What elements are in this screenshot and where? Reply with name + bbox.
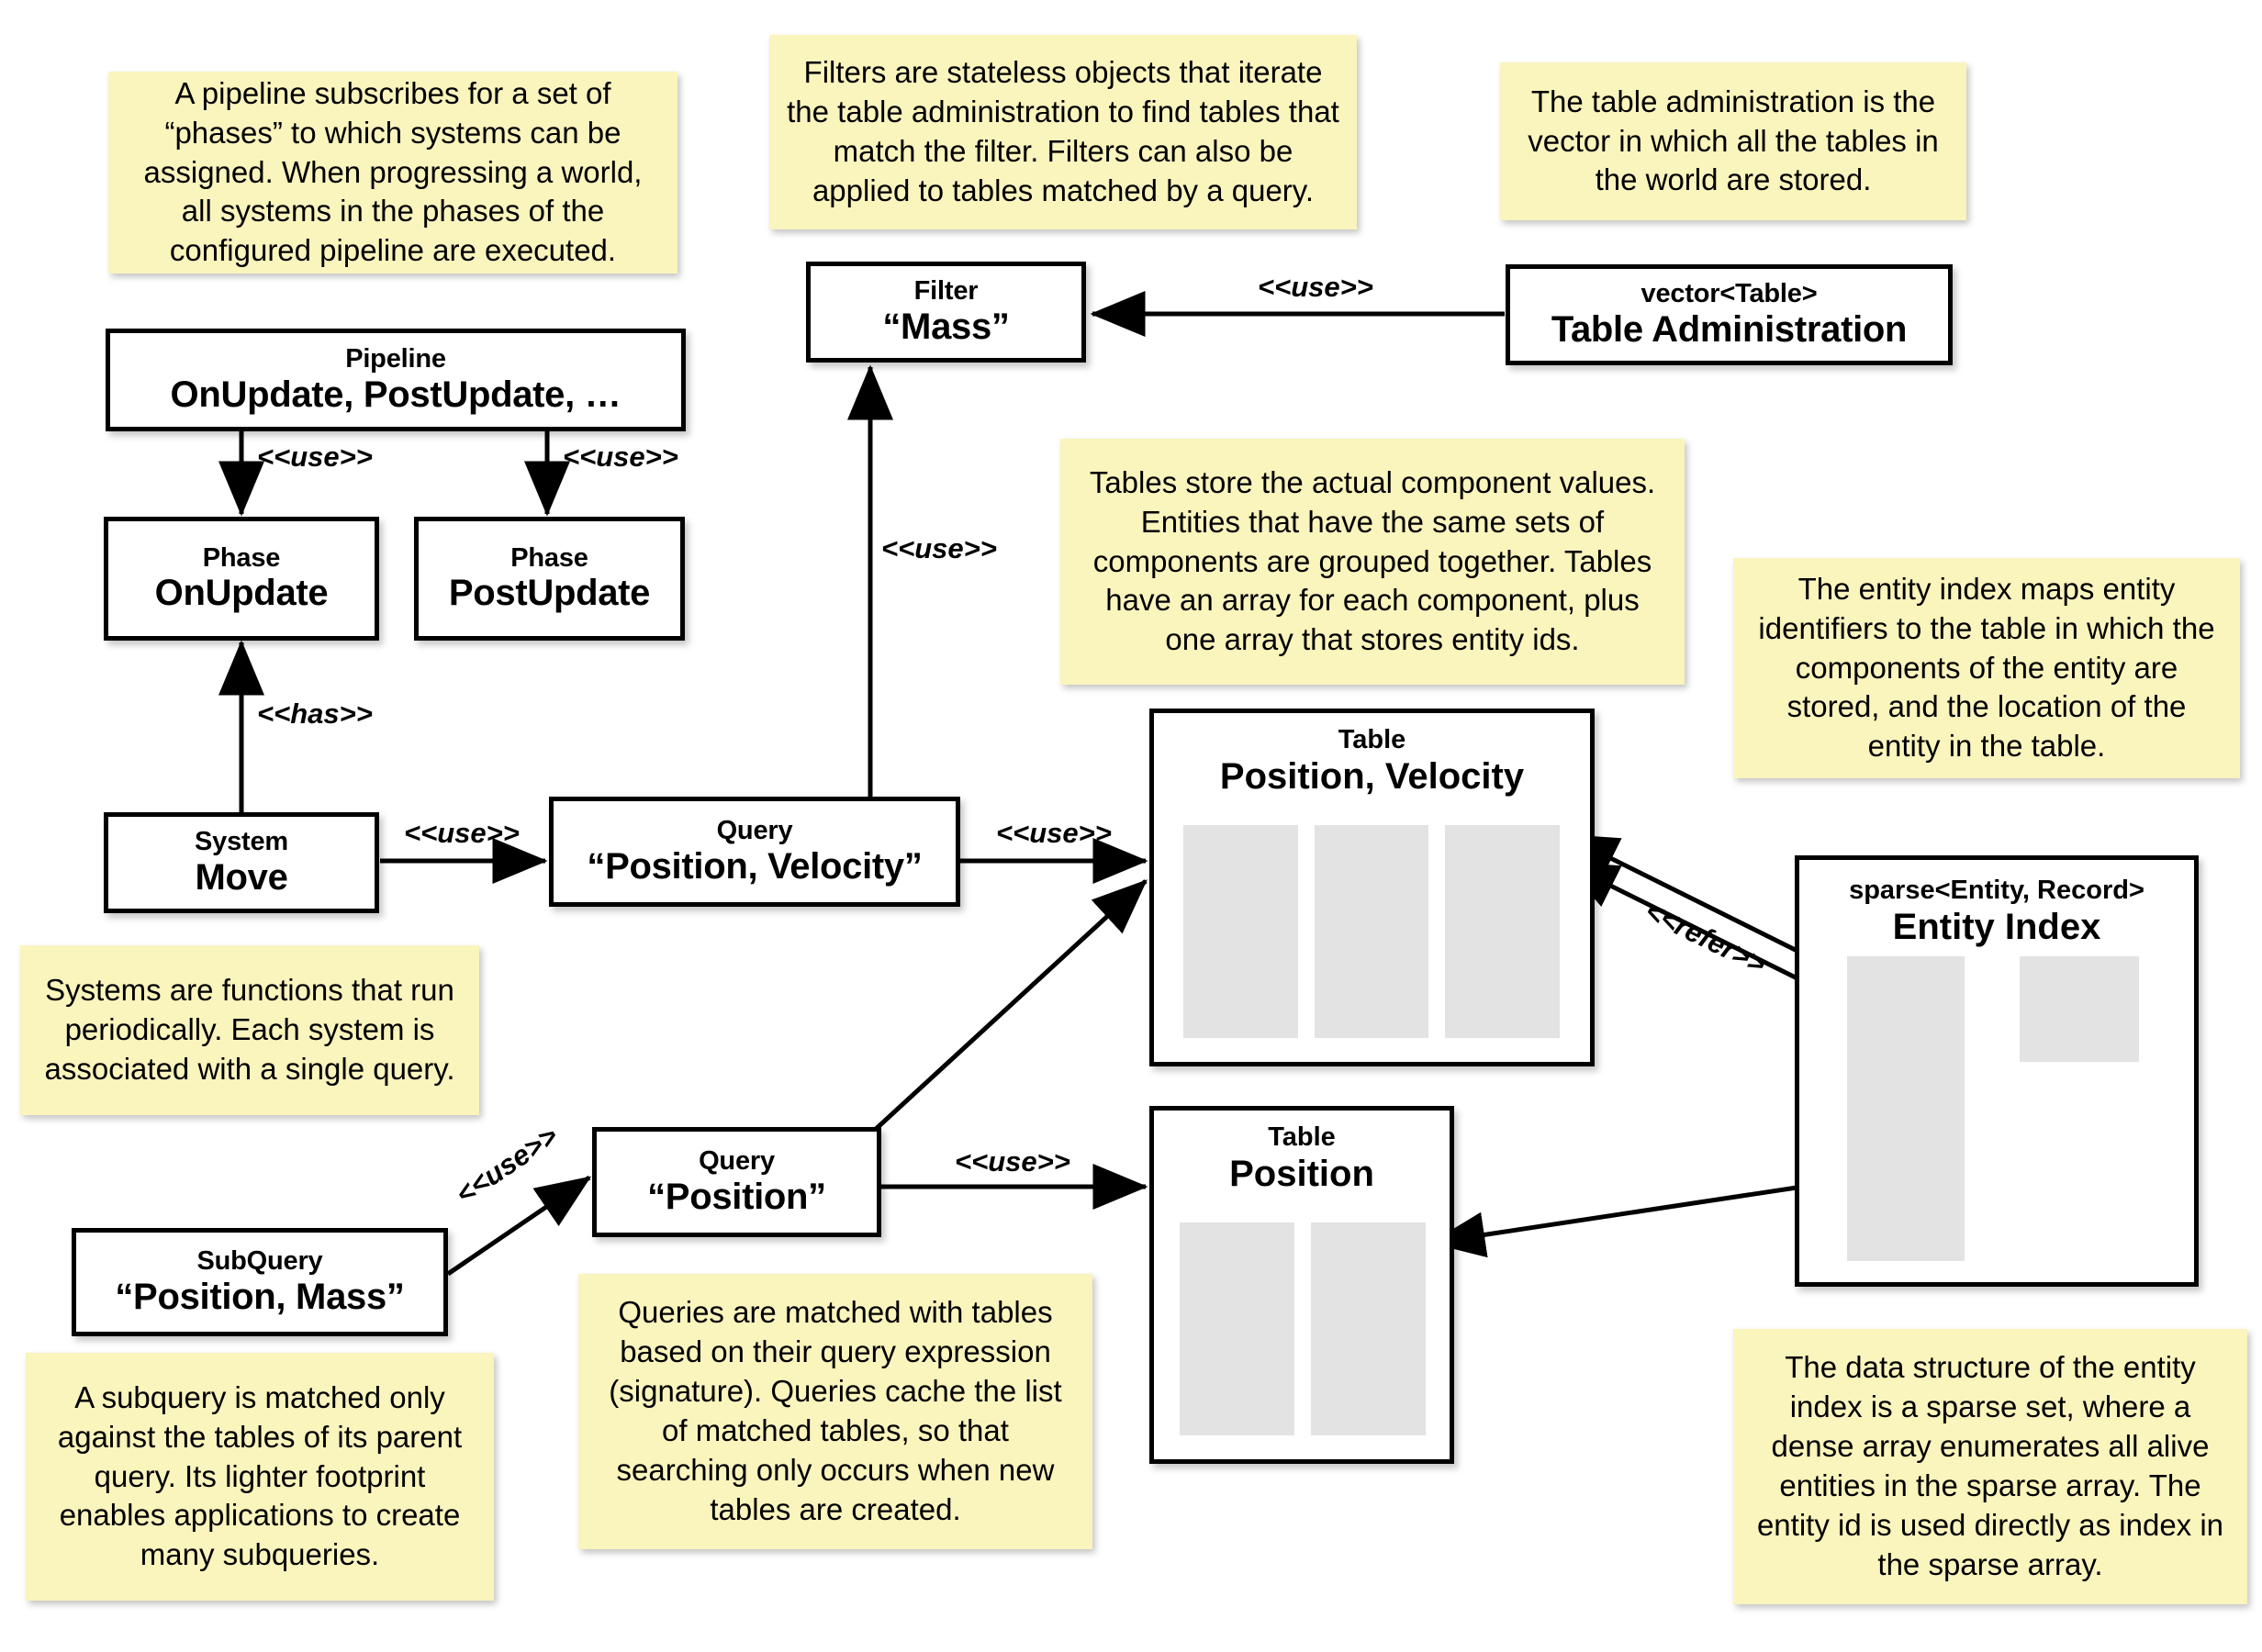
box-query-position-title: “Position” (647, 1176, 826, 1217)
box-query-position-velocity[interactable]: Query “Position, Velocity” (549, 797, 960, 907)
note-systems-text: Systems are functions that run periodica… (44, 973, 455, 1086)
edge-label-pipeline-onupdate: <<use>> (257, 441, 373, 473)
box-query-position-velocity-title: “Position, Velocity” (587, 845, 923, 887)
entity-index-dense-array (2020, 956, 2139, 1062)
note-table-administration: The table administration is the vector i… (1500, 62, 1966, 220)
box-filter-mass-stereotype: Filter (913, 276, 979, 307)
box-system-move[interactable]: System Move (104, 812, 379, 913)
note-table-administration-text: The table administration is the vector i… (1528, 84, 1939, 197)
edge-label-system-phase: <<has>> (257, 698, 373, 730)
note-entity-index: The entity index maps entity identifiers… (1733, 558, 2240, 778)
box-filter-mass[interactable]: Filter “Mass” (806, 262, 1086, 363)
box-query-position-velocity-stereotype: Query (716, 816, 793, 846)
note-tables: Tables store the actual component values… (1060, 439, 1685, 685)
box-filter-mass-title: “Mass” (882, 306, 1010, 347)
edge-queryposition-table-pv (872, 879, 1148, 1133)
note-queries: Queries are matched with tables based on… (578, 1274, 1092, 1549)
note-sparse-set-text: The data structure of the entity index i… (1756, 1350, 2224, 1581)
edge-label-queryposition-table-p: <<use>> (955, 1145, 1070, 1178)
note-systems: Systems are functions that run periodica… (20, 945, 479, 1115)
table-position-header: Table Position (1154, 1111, 1450, 1195)
table-position-velocity-columns (1183, 825, 1561, 1038)
box-table-position-stereotype: Table (1268, 1122, 1336, 1152)
table-column (1314, 825, 1429, 1038)
box-table-administration-stereotype: vector<Table> (1641, 279, 1818, 309)
edge-label-query-filter: <<use>> (881, 532, 997, 564)
note-tables-text: Tables store the actual component values… (1089, 464, 1656, 657)
box-phase-onupdate-title: OnUpdate (154, 573, 329, 614)
table-position-columns (1180, 1222, 1426, 1435)
table-column (1311, 1222, 1426, 1435)
box-system-move-stereotype: System (195, 827, 288, 857)
box-table-position[interactable]: Table Position (1149, 1106, 1454, 1464)
box-query-position[interactable]: Query “Position” (592, 1127, 881, 1237)
edge-label-tableadmin-filter: <<use>> (1258, 271, 1373, 303)
box-table-position-velocity-title: Position, Velocity (1219, 755, 1525, 797)
entity-index-header: sparse<Entity, Record> Entity Index (1799, 860, 2194, 948)
box-entity-index-title: Entity Index (1892, 906, 2101, 947)
box-system-move-title: Move (195, 856, 288, 898)
box-pipeline-title: OnUpdate, PostUpdate, … (170, 374, 621, 415)
edge-label-entityindex-refer: <<refer>> (1640, 895, 1772, 981)
edge-label-system-query: <<use>> (404, 817, 520, 849)
box-phase-postupdate-stereotype: Phase (510, 542, 588, 573)
box-query-position-stereotype: Query (699, 1146, 775, 1177)
note-filter-text: Filters are stateless objects that itera… (787, 55, 1339, 207)
edge-label-subquery-query: <<use>> (450, 1119, 564, 1211)
table-column (1183, 825, 1298, 1038)
entity-index-sparse-array (1847, 956, 1965, 1261)
box-table-administration-title: Table Administration (1551, 308, 1908, 350)
box-pipeline[interactable]: Pipeline OnUpdate, PostUpdate, … (106, 329, 686, 431)
edge-label-pipeline-postupdate: <<use>> (563, 441, 678, 473)
note-subquery-text: A subquery is matched only against the t… (57, 1379, 463, 1572)
note-subquery: A subquery is matched only against the t… (26, 1353, 494, 1601)
note-entity-index-text: The entity index maps entity identifiers… (1758, 571, 2215, 764)
box-phase-onupdate[interactable]: Phase OnUpdate (104, 517, 379, 641)
edge-label-query-table-pv: <<use>> (996, 817, 1112, 849)
box-phase-postupdate[interactable]: Phase PostUpdate (414, 517, 685, 641)
box-entity-index[interactable]: sparse<Entity, Record> Entity Index (1795, 855, 2199, 1287)
note-sparse-set: The data structure of the entity index i… (1733, 1329, 2247, 1604)
box-table-position-title: Position (1229, 1153, 1374, 1194)
box-subquery-position-mass[interactable]: SubQuery “Position, Mass” (72, 1228, 448, 1336)
table-column (1180, 1222, 1294, 1435)
edge-entityindex-table-p (1429, 1178, 1846, 1258)
box-subquery-position-mass-stereotype: SubQuery (196, 1246, 323, 1277)
note-queries-text: Queries are matched with tables based on… (609, 1295, 1062, 1526)
box-table-administration[interactable]: vector<Table> Table Administration (1506, 264, 1953, 365)
box-table-position-velocity[interactable]: Table Position, Velocity (1149, 709, 1595, 1066)
table-column (1445, 825, 1561, 1038)
note-pipeline-text: A pipeline subscribes for a set of “phas… (143, 75, 643, 268)
note-pipeline: A pipeline subscribes for a set of “phas… (108, 72, 677, 273)
note-filter: Filters are stateless objects that itera… (769, 35, 1357, 229)
table-position-velocity-header: Table Position, Velocity (1154, 713, 1590, 798)
box-table-position-velocity-stereotype: Table (1338, 725, 1406, 754)
box-phase-postupdate-title: PostUpdate (448, 573, 651, 614)
box-phase-onupdate-stereotype: Phase (202, 542, 281, 573)
box-subquery-position-mass-title: “Position, Mass” (115, 1276, 405, 1317)
box-entity-index-stereotype: sparse<Entity, Record> (1849, 876, 2144, 905)
box-pipeline-stereotype: Pipeline (345, 344, 446, 374)
